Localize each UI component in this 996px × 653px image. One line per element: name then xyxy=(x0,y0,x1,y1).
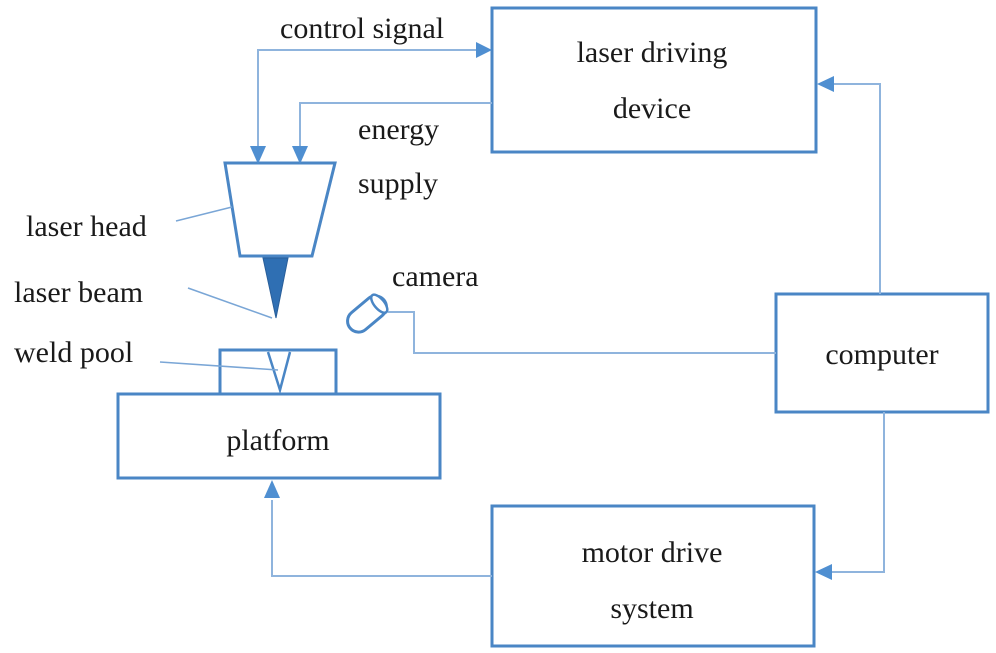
arrow-computer-to-laser-driving xyxy=(817,76,834,92)
computer-to-motor-drive-line xyxy=(832,412,885,573)
motor-drive-system-label-line1: motor drive xyxy=(582,536,723,569)
arrow-to-laser-driving-device xyxy=(476,42,492,58)
laser-beam-leader xyxy=(187,287,273,319)
weld-pool-shape xyxy=(266,351,292,395)
control-signal-line xyxy=(257,49,478,152)
laser-beam-shape xyxy=(262,257,289,319)
laser-head-leader xyxy=(175,206,233,222)
camera-label: camera xyxy=(392,260,479,293)
arrow-motor-to-platform xyxy=(264,480,280,498)
motor-drive-to-platform-line xyxy=(271,500,492,577)
laser-beam-label: laser beam xyxy=(14,276,143,309)
arrow-computer-to-motor-drive xyxy=(815,564,832,580)
energy-supply-line xyxy=(299,102,492,150)
workpiece-box xyxy=(218,348,338,396)
energy-label: energy xyxy=(358,113,439,146)
motor-drive-system-label-line2: system xyxy=(610,592,693,625)
motor-drive-system-box xyxy=(490,504,816,648)
platform-box xyxy=(116,392,442,480)
camera-to-computer-line xyxy=(388,311,776,354)
laser-driving-device-label-line2: device xyxy=(613,92,691,125)
computer-label: computer xyxy=(825,338,938,371)
laser-head-shape xyxy=(223,161,337,258)
camera-icon xyxy=(346,293,389,334)
supply-label: supply xyxy=(358,167,438,200)
arrow-energy-to-laser-head xyxy=(292,146,308,164)
laser-driving-device-label-line1: laser driving xyxy=(577,36,728,69)
control-signal-label: control signal xyxy=(280,12,444,45)
arrow-control-to-laser-head xyxy=(250,146,266,164)
laser-head-label: laser head xyxy=(26,210,147,243)
weld-pool-leader xyxy=(159,361,279,371)
computer-box xyxy=(774,292,990,414)
computer-to-laser-driving-line xyxy=(832,83,881,294)
platform-label: platform xyxy=(226,424,329,457)
laser-driving-device-box xyxy=(490,6,818,154)
weld-pool-label: weld pool xyxy=(14,336,133,369)
